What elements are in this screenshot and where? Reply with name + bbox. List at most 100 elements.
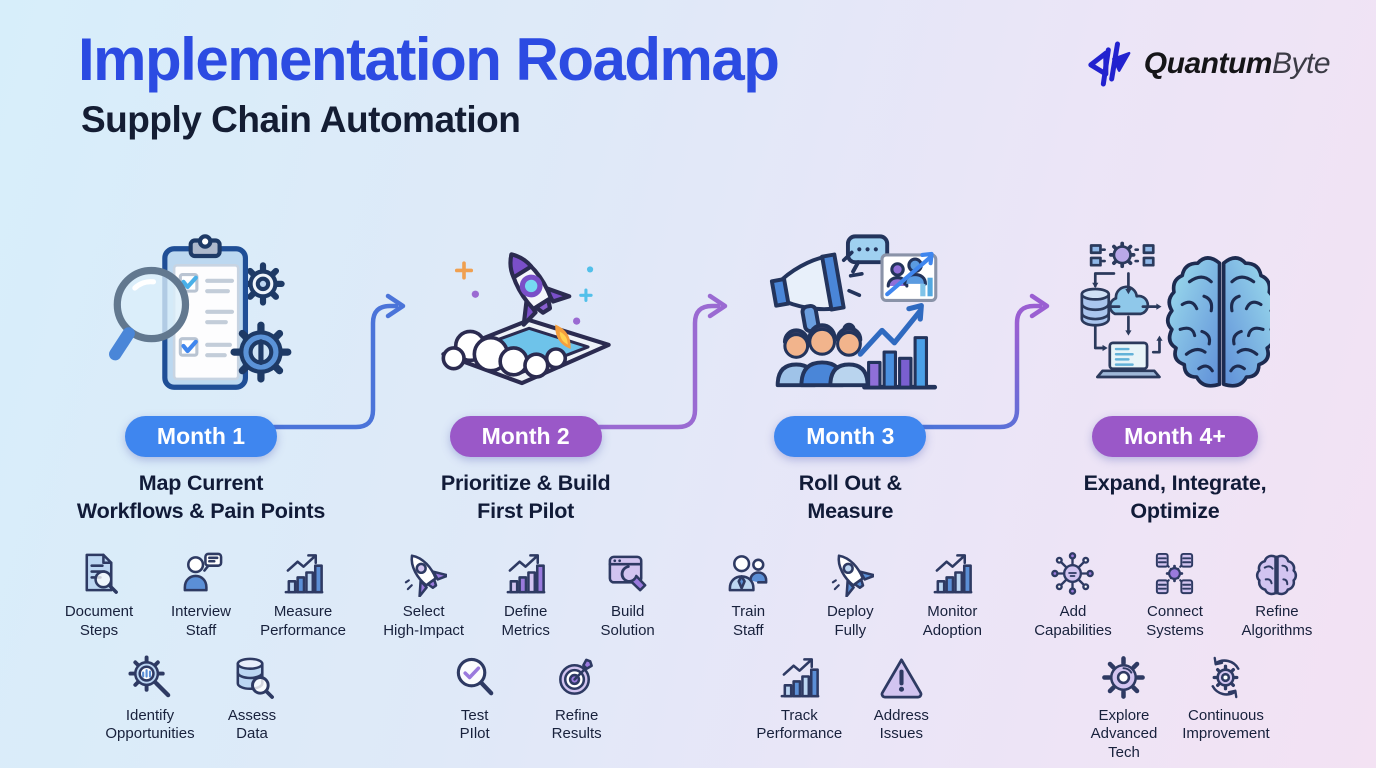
phase-illustration-slot xyxy=(433,216,619,406)
megaphone-people-chart-illustration xyxy=(770,234,938,390)
doc-search-icon xyxy=(76,550,123,597)
roadmap-item-label-line: Metrics xyxy=(501,621,550,639)
roadmap-item-label-line: Steps xyxy=(79,621,119,639)
roadmap-item-label-line: Solution xyxy=(600,621,655,639)
search-check-icon xyxy=(451,654,498,701)
roadmap-item-label-line: Adoption xyxy=(922,621,982,639)
gear-chart-icon xyxy=(127,654,174,701)
roadmap-item-label-line: Staff xyxy=(733,621,764,639)
roadmap-item-label-line: Define xyxy=(503,603,548,621)
phase-title-line: Expand, Integrate, xyxy=(1083,471,1267,495)
roadmap-item-label-line: Address xyxy=(873,706,929,724)
roadmap-item-label-line: Advanced Tech xyxy=(1090,725,1158,762)
person-group-icon xyxy=(725,550,772,597)
phase-title: Roll Out &Measure xyxy=(799,470,902,525)
roadmap-item-label-line: Data xyxy=(236,725,268,743)
target-dart-icon xyxy=(553,654,600,701)
roadmap-item-label-line: PIlot xyxy=(459,725,490,743)
phase-illustration-slot xyxy=(1080,216,1270,406)
clipboard-magnifier-gears-illustration xyxy=(109,234,292,390)
roadmap-item-label-line: Improvement xyxy=(1182,725,1270,743)
month-pill: Month 4+ xyxy=(1092,416,1258,457)
page-title: Implementation Roadmap xyxy=(78,26,780,93)
roadmap-item-label-line: Refine xyxy=(1255,603,1299,621)
roadmap-item-label-line: Opportunities xyxy=(105,725,195,743)
database-search-icon xyxy=(229,654,276,701)
roadmap-item-label-line: Performance xyxy=(756,725,843,743)
roadmap-item-label-line: Results xyxy=(551,725,602,743)
roadmap-item-label-line: Capabilities xyxy=(1034,621,1112,639)
rocket-icon xyxy=(400,550,448,598)
roadmap-item-label-line: Issues xyxy=(879,725,923,743)
roadmap-item-label-line: Systems xyxy=(1146,621,1204,639)
gear-icon xyxy=(1100,654,1147,701)
phase-title-line: First Pilot xyxy=(477,498,575,523)
person-chat-icon xyxy=(178,550,225,597)
quantumbyte-logo-icon xyxy=(1088,41,1131,87)
rocket-tablet-illustration xyxy=(440,252,611,386)
roadmap-item-label-line: Monitor xyxy=(927,603,978,621)
window-wrench-icon xyxy=(604,550,651,597)
roadmap-item-label-line: Connect xyxy=(1147,603,1203,621)
roadmap-item-label-line: Select xyxy=(402,603,445,621)
roadmap-item-label-line: Add xyxy=(1059,603,1087,621)
roadmap-item-label-line: High-Impact xyxy=(383,621,465,639)
month-pill: Month 1 xyxy=(124,416,278,457)
chart-up-icon xyxy=(929,550,976,597)
roadmap-item-label-line: Algorithms xyxy=(1241,621,1313,639)
phase-title: Expand, Integrate,Optimize xyxy=(1084,470,1267,525)
month-pill: Month 3 xyxy=(774,416,927,457)
roadmap-item-label-line: Track xyxy=(780,706,818,724)
phase-illustration-slot xyxy=(757,216,943,406)
brain-small-icon xyxy=(1253,550,1300,597)
phase-title-line: Prioritize & Build xyxy=(440,471,611,495)
month-pill: Month 2 xyxy=(449,416,602,457)
warning-icon xyxy=(878,654,925,701)
brand-name-light: Byte xyxy=(1271,47,1331,80)
roadmap-item-label-line: Fully xyxy=(834,621,867,639)
rocket-icon xyxy=(827,550,874,598)
chart-up-icon xyxy=(502,550,549,597)
chart-up-icon xyxy=(776,654,823,701)
page-subtitle: Supply Chain Automation xyxy=(81,99,521,140)
roadmap-item-label-line: Continuous xyxy=(1188,706,1264,724)
phase-title-line: Roll Out & xyxy=(798,471,902,495)
